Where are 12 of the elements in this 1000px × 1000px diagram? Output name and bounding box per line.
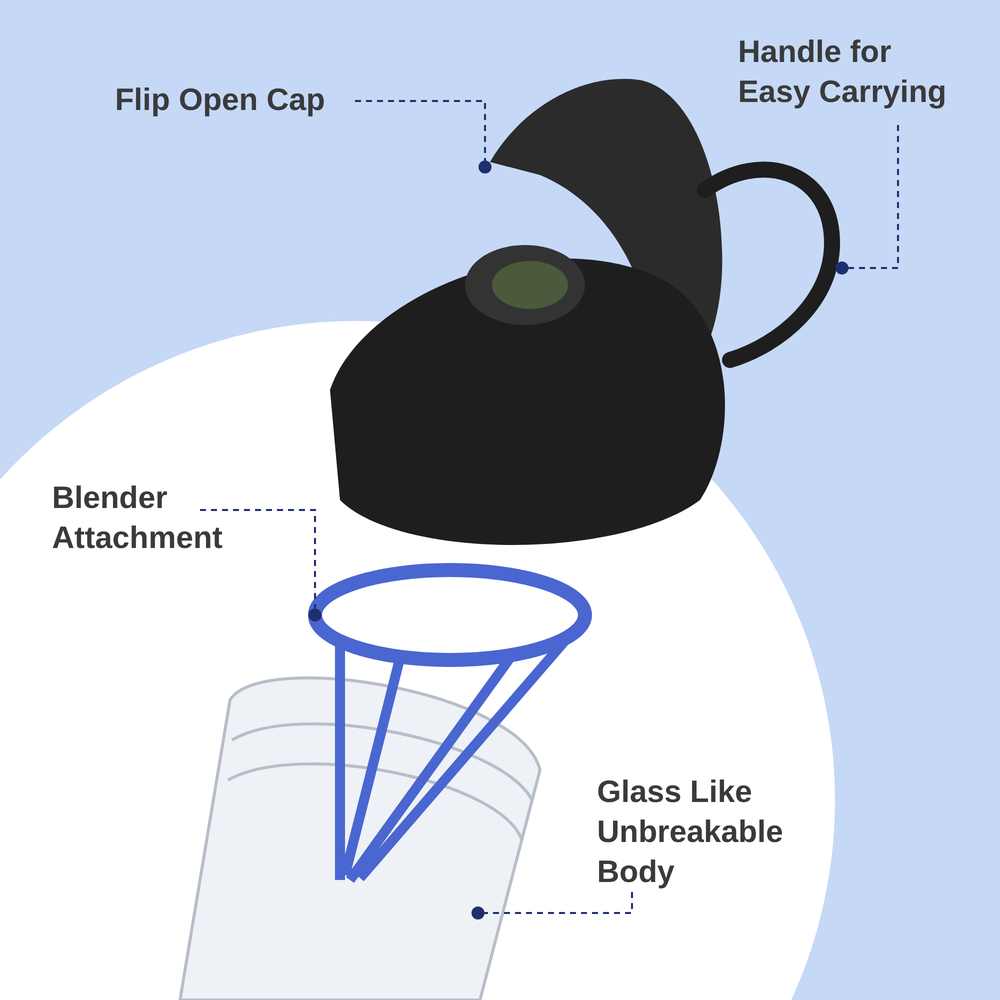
bottle-body-drawing — [178, 676, 542, 1000]
handle-drawing — [697, 162, 840, 368]
callout-label: Blender Attachment — [52, 478, 252, 558]
leader-line — [472, 892, 633, 920]
callout-label: Glass Like Unbreakable Body — [597, 772, 817, 892]
blender-attachment-drawing — [308, 563, 592, 885]
leader-line — [355, 100, 492, 174]
flip-cap-lid-drawing — [330, 78, 725, 545]
callout-label: Flip Open Cap — [115, 80, 375, 120]
leader-line — [836, 125, 899, 274]
leader-line — [200, 509, 322, 622]
callout-label: Handle for Easy Carrying — [738, 32, 960, 112]
